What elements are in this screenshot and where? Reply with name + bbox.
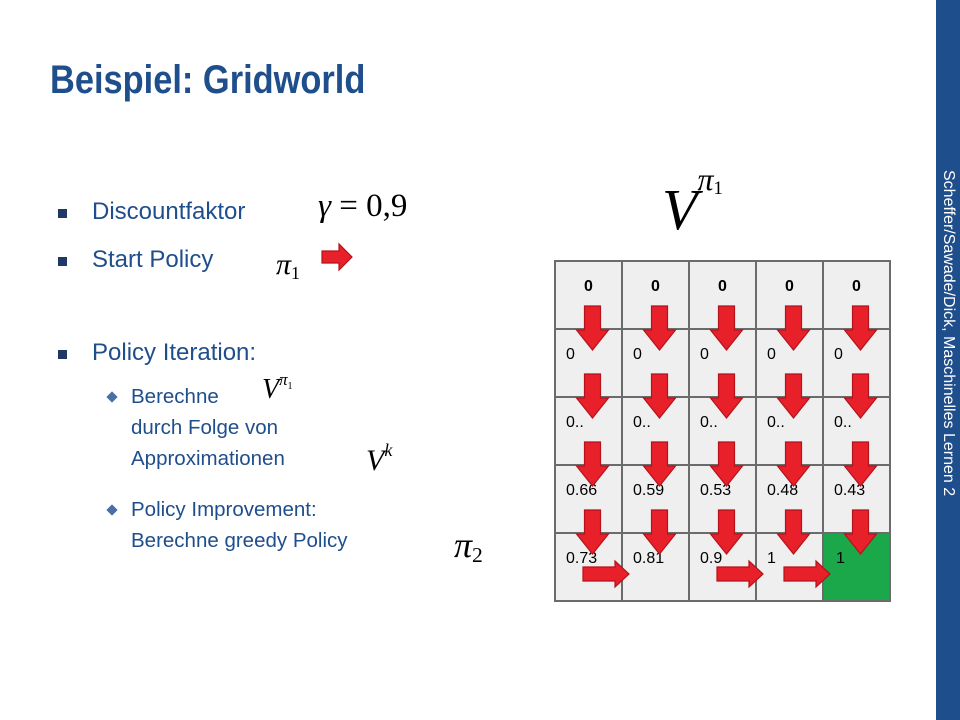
grid-label-v-pi1: Vπ1 bbox=[662, 162, 723, 242]
grid-cell-value: 0.. bbox=[633, 414, 651, 431]
grid-cell-value: 0.43 bbox=[834, 482, 866, 499]
sidebar bbox=[936, 0, 960, 720]
sub-bullet-marker bbox=[106, 391, 118, 403]
grid-cell-value: 0 bbox=[852, 278, 861, 295]
bullet-marker bbox=[58, 209, 67, 218]
sidebar-text: Scheffer/Sawade/Dick, Maschinelles Lerne… bbox=[940, 170, 957, 497]
grid-cell: 0.48 bbox=[755, 464, 824, 534]
slide-title: Beispiel: Gridworld bbox=[50, 58, 366, 102]
v-pi1-formula: Vπ1 bbox=[262, 370, 293, 405]
grid-cell-value: 0 bbox=[566, 346, 575, 363]
bullet-discountfaktor: Discountfaktor bbox=[92, 198, 246, 225]
grid-cell: 0.53 bbox=[688, 464, 757, 534]
bullet-policy-iteration: Policy Iteration: bbox=[92, 339, 257, 366]
grid-cell-value: 1 bbox=[836, 550, 845, 567]
grid-cell-value: 0.81 bbox=[633, 550, 665, 567]
grid-cell: 0.. bbox=[621, 396, 690, 466]
grid-row: 0.73 0.81 0.9 1 1 bbox=[554, 532, 891, 602]
grid-cell-value: 0.66 bbox=[566, 482, 598, 499]
grid-cell: 0.. bbox=[554, 396, 623, 466]
pi1-symbol: π1 bbox=[276, 248, 301, 283]
grid-cell-value: 0 bbox=[584, 278, 593, 295]
grid-cell-value: 0 bbox=[700, 346, 709, 363]
grid-cell-value: 0.48 bbox=[767, 482, 799, 499]
grid-row: 0 0 0 0 0 bbox=[554, 328, 891, 398]
grid-cell: 0.. bbox=[755, 396, 824, 466]
grid-cell-value: 0.53 bbox=[700, 482, 732, 499]
grid-cell-value: 0 bbox=[718, 278, 727, 295]
v-k-formula: Vk bbox=[366, 440, 393, 477]
grid-cell: 0 bbox=[688, 260, 757, 330]
grid-cell: 0 bbox=[688, 328, 757, 398]
grid-cell: 0.43 bbox=[822, 464, 891, 534]
grid-cell-value: 0 bbox=[651, 278, 660, 295]
grid-cell-value: 0.. bbox=[834, 414, 852, 431]
sub-bullet-line: Policy Improvement: bbox=[131, 498, 317, 521]
grid-cell: 0 bbox=[621, 328, 690, 398]
grid-row: 0 0 0 0 0 bbox=[554, 260, 891, 330]
grid-row: 0.. 0.. 0.. 0.. 0.. bbox=[554, 396, 891, 466]
pi2-symbol: π2 bbox=[454, 525, 483, 567]
sub-bullet-line: Berechne bbox=[131, 385, 219, 408]
grid-cell: 0.73 bbox=[554, 532, 623, 602]
grid-cell: 0.81 bbox=[621, 532, 690, 602]
grid-cell: 0.. bbox=[822, 396, 891, 466]
sub-bullet-line: Berechne greedy Policy bbox=[131, 529, 348, 552]
bullet-marker bbox=[58, 257, 67, 266]
grid-cell-value: 0.59 bbox=[633, 482, 665, 499]
grid-cell-value: 0.9 bbox=[700, 550, 723, 567]
grid-cell-value: 1 bbox=[767, 550, 776, 567]
grid-cell-value: 0.. bbox=[566, 414, 584, 431]
sub-bullet-marker bbox=[106, 504, 118, 516]
grid-cell: 0 bbox=[822, 260, 891, 330]
grid-cell-value: 0 bbox=[785, 278, 794, 295]
grid-cell-value: 0.73 bbox=[566, 550, 598, 567]
grid-cell: 0.66 bbox=[554, 464, 623, 534]
gamma-formula: γ = 0,9 bbox=[318, 188, 408, 224]
sub-bullet-line: Approximationen bbox=[131, 447, 285, 470]
grid-cell-value: 0 bbox=[767, 346, 776, 363]
grid-cell: 0 bbox=[621, 260, 690, 330]
grid-cell: 0 bbox=[554, 328, 623, 398]
grid-cell-value: 0 bbox=[633, 346, 642, 363]
grid-cell: 0.9 bbox=[688, 532, 757, 602]
grid-cell-value: 0 bbox=[834, 346, 843, 363]
grid-cell: 0 bbox=[755, 260, 824, 330]
grid-cell: 0 bbox=[822, 328, 891, 398]
grid-row: 0.66 0.59 0.53 0.48 0.43 bbox=[554, 464, 891, 534]
grid-cell-value: 0.. bbox=[767, 414, 785, 431]
value-grid: 0 0 0 0 0 0 0 0 0 0 0.. 0.. 0.. 0.. 0.. 0.66 0.59 0.53 0.4… bbox=[554, 260, 891, 602]
bullet-marker bbox=[58, 350, 67, 359]
grid-cell-value: 0.. bbox=[700, 414, 718, 431]
grid-cell: 1 bbox=[822, 532, 891, 602]
grid-cell: 0.. bbox=[688, 396, 757, 466]
arrow-right-icon bbox=[321, 242, 353, 272]
grid-cell: 0.59 bbox=[621, 464, 690, 534]
bullet-start-policy: Start Policy bbox=[92, 246, 214, 273]
sub-bullet-line: durch Folge von bbox=[131, 416, 279, 439]
grid-cell: 0 bbox=[755, 328, 824, 398]
grid-cell: 0 bbox=[554, 260, 623, 330]
grid-cell: 1 bbox=[755, 532, 824, 602]
